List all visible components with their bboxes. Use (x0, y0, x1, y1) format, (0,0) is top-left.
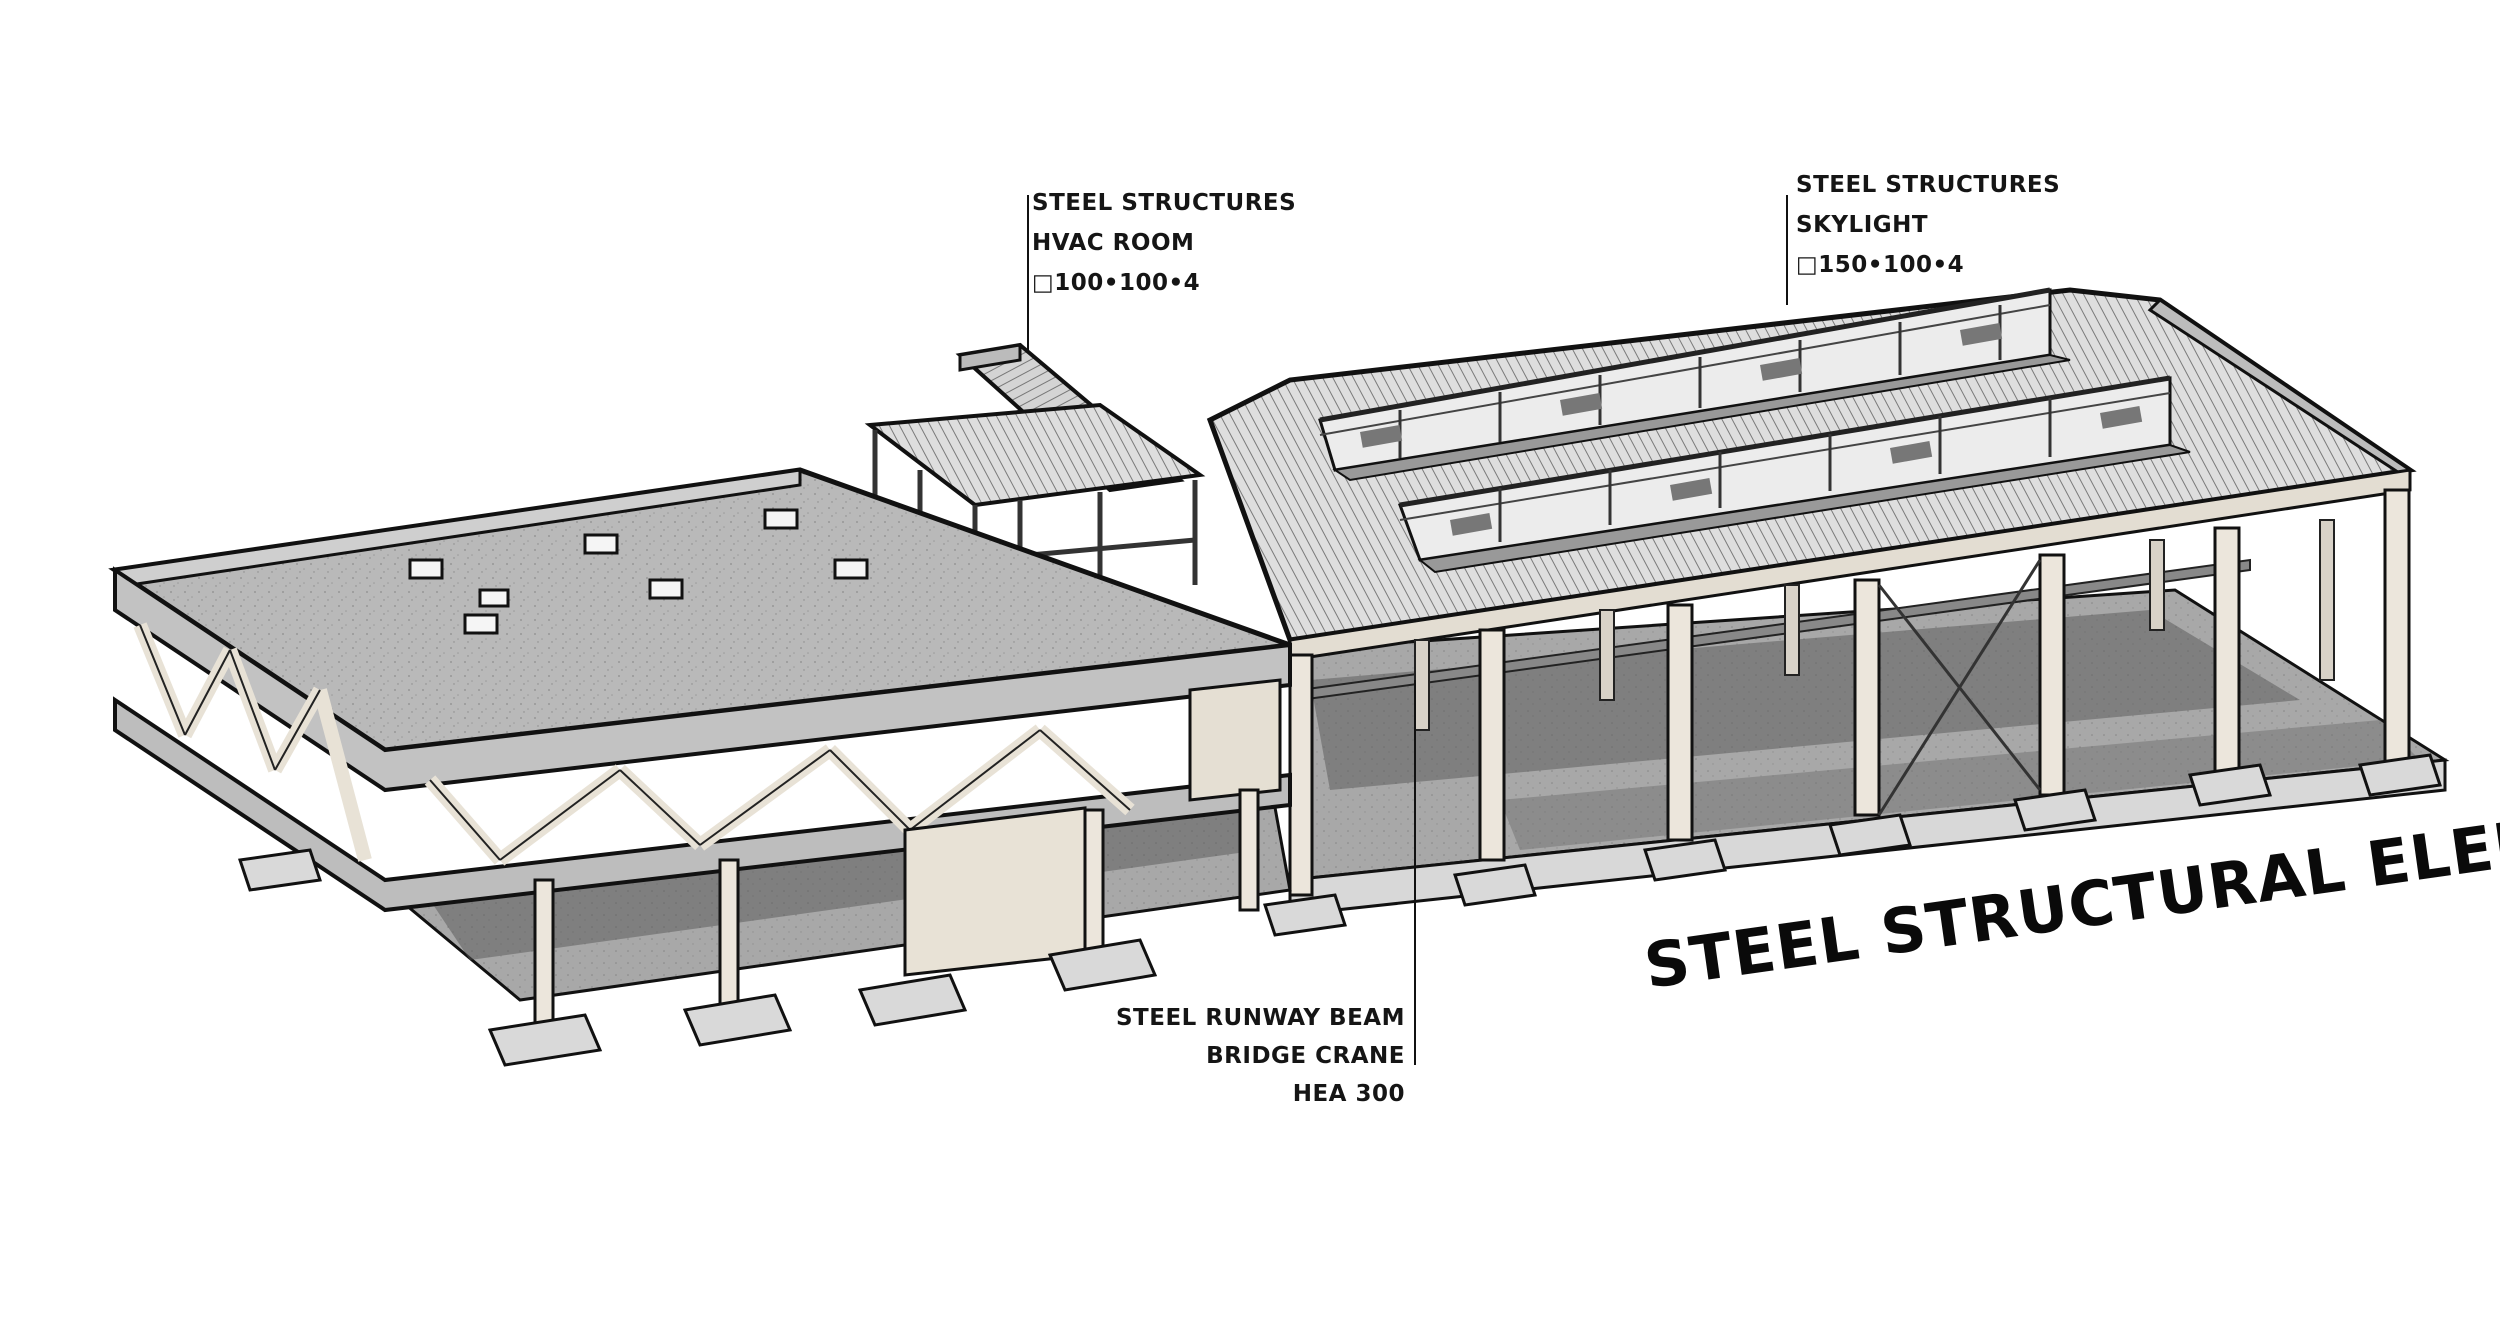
annotation-skylight-line-2: SKYLIGHT (1796, 212, 1928, 238)
office-roof-edge (113, 566, 1292, 793)
office-truss-outline (139, 624, 1131, 861)
hall-columns (1288, 488, 2411, 897)
roof-openings (408, 508, 869, 635)
leader-lines (1027, 195, 1788, 1065)
annotation-skylight-line-3: □150•100•4 (1796, 252, 1964, 278)
office-columns (533, 788, 1260, 1037)
annotation-runway: STEEL RUNWAY BEAM BRIDGE CRANE HEA 300 (1116, 1005, 1405, 1107)
skylight-1 (1318, 287, 2071, 482)
annotation-hvac-line-2: HVAC ROOM (1032, 230, 1194, 256)
annotation-hvac: STEEL STRUCTURES HVAC ROOM □100•100•4 (1032, 190, 1296, 296)
office-mid-slab (113, 696, 1292, 913)
hvac-roof-top (958, 343, 1022, 372)
annotation-runway-line-1: STEEL RUNWAY BEAM (1116, 1005, 1405, 1031)
hall-floor-shadow-2 (1500, 720, 2420, 850)
annotation-skylight: STEEL STRUCTURES SKYLIGHT □150•100•4 (1796, 172, 2060, 278)
office-block (108, 467, 1292, 1067)
annotation-runway-line-3: HEA 300 (1293, 1081, 1405, 1107)
hall-cross-bracing (1877, 559, 2042, 816)
hvac-canopy (864, 402, 1206, 508)
annotation-hvac-line-3: □100•100•4 (1032, 270, 1200, 296)
office-stair-core (1188, 678, 1282, 802)
annotation-runway-line-2: BRIDGE CRANE (1206, 1043, 1405, 1069)
skylight-2 (1397, 375, 2191, 574)
hall-footings (1263, 753, 2442, 937)
annotation-hvac-line-1: STEEL STRUCTURES (1032, 190, 1296, 216)
annotation-skylight-line-1: STEEL STRUCTURES (1796, 172, 2060, 198)
hall-back-columns (1414, 519, 2335, 731)
office-core-wall (903, 806, 1087, 977)
office-footings (238, 848, 1158, 1067)
factory-hall (1206, 287, 2450, 937)
hvac-room-frame (864, 230, 1206, 628)
